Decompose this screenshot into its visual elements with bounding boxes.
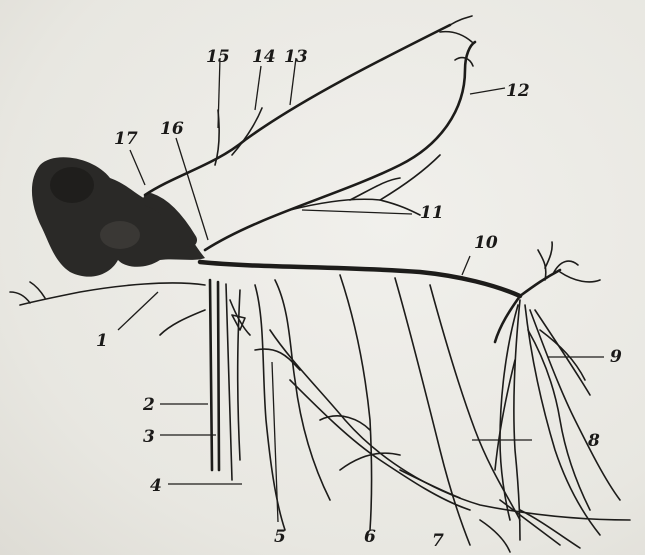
label-2: 2 [142,395,155,415]
label-15: 15 [206,47,230,67]
ganglion-mass [32,157,205,276]
label-leaders [118,58,604,522]
label-1: 1 [96,331,108,351]
label-7: 7 [432,531,444,551]
terminal-brush [495,300,620,540]
label-11: 11 [420,203,444,223]
label-4: 4 [150,476,162,496]
label-3: 3 [143,427,155,447]
label-14: 14 [252,47,276,67]
label-8: 8 [587,431,600,451]
label-10: 10 [474,233,498,253]
label-9: 9 [610,347,622,367]
lower-plexus [255,275,630,552]
label-5: 5 [274,527,286,547]
label-17: 17 [114,129,138,149]
descending-bundle [210,280,250,480]
figure-labels: 1 2 3 4 5 6 7 8 9 10 11 12 13 14 15 16 1… [96,47,622,551]
branch-11 [290,155,440,215]
branch-1 [10,282,205,335]
label-13: 13 [284,47,308,67]
label-6: 6 [364,527,376,547]
main-nerve-trunk [200,242,600,342]
label-16: 16 [160,119,184,139]
label-12: 12 [506,81,530,101]
